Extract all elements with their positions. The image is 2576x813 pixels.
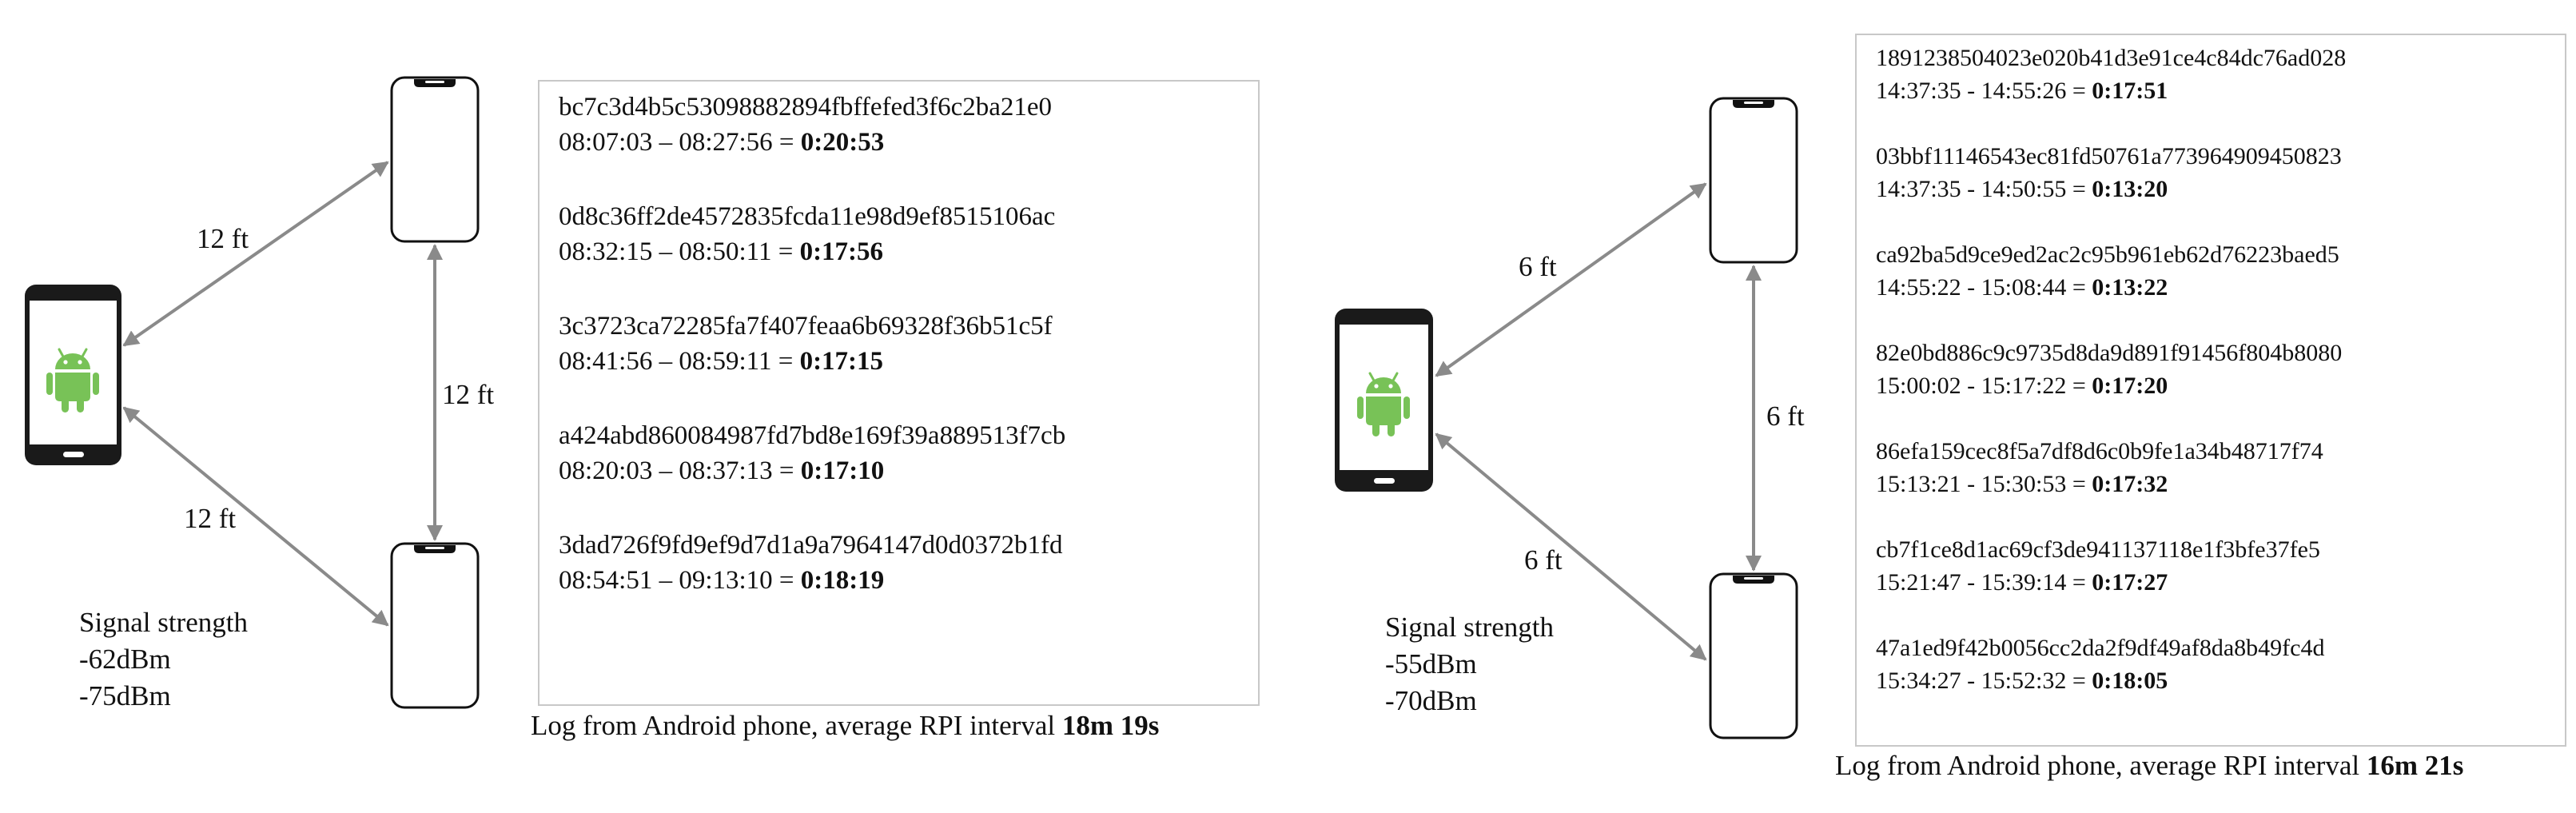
signal-label: Signal strength <box>79 607 248 638</box>
duration: 0:17:56 <box>799 237 884 266</box>
distance-arrows-left <box>122 161 443 627</box>
duration: 0:13:20 <box>2092 176 2168 202</box>
android-phone-right <box>1335 309 1433 492</box>
arrow-android-to-bottom <box>1435 432 1707 661</box>
distance-label-top-right: 6 ft <box>1519 251 1557 282</box>
iphone-bottom-left <box>390 542 480 709</box>
arrow-android-to-top <box>1435 182 1707 377</box>
log-entry: 3dad726f9fd9ef9d7d1a9a7964147d0d0372b1fd… <box>559 528 1063 598</box>
distance-label-top-left: 12 ft <box>197 223 249 254</box>
log-caption-left: Log from Android phone, average RPI inte… <box>531 710 1159 742</box>
log-entry: 86efa159cec8f5a7df8d6c0b9fe1a34b48717f74… <box>1876 435 2323 500</box>
rpi-hash: cb7f1ce8d1ac69cf3de941137118e1f3bfe37fe5 <box>1876 536 2320 563</box>
caption-text: Log from Android phone, average RPI inte… <box>531 710 1062 741</box>
time-range: 14:37:35 - 14:50:55 = <box>1876 176 2092 202</box>
signal-label: Signal strength <box>1385 612 1554 643</box>
duration: 0:13:22 <box>2092 274 2168 301</box>
time-range: 15:21:47 - 15:39:14 = <box>1876 569 2092 596</box>
time-range: 15:00:02 - 15:17:22 = <box>1876 373 2092 399</box>
time-range: 08:32:15 – 08:50:11 = <box>559 237 800 266</box>
duration: 0:17:51 <box>2092 78 2168 104</box>
distance-label-bottom-right: 6 ft <box>1524 544 1563 576</box>
signal-strength-right: Signal strength -55dBm -70dBm <box>1385 609 1554 719</box>
arrow-android-to-bottom <box>122 406 389 627</box>
duration: 0:17:32 <box>2092 471 2168 497</box>
signal-value: -55dBm <box>1385 648 1477 679</box>
average-interval: 16m 21s <box>2366 750 2464 781</box>
rpi-hash: 3c3723ca72285fa7f407feaa6b69328f36b51c5f <box>559 312 1053 341</box>
log-caption-right: Log from Android phone, average RPI inte… <box>1835 750 2463 782</box>
time-range: 08:20:03 – 08:37:13 = <box>559 456 801 485</box>
log-entry: ca92ba5d9ce9ed2ac2c95b961eb62d76223baed5… <box>1876 238 2339 304</box>
rpi-hash: 0d8c36ff2de4572835fcda11e98d9ef8515106ac <box>559 202 1056 231</box>
rpi-hash: 03bbf11146543ec81fd50761a773964909450823 <box>1876 143 2342 169</box>
signal-value: -70dBm <box>1385 685 1477 716</box>
time-range: 14:55:22 - 15:08:44 = <box>1876 274 2092 301</box>
log-entry: 3c3723ca72285fa7f407feaa6b69328f36b51c5f… <box>559 309 1053 379</box>
iphone-top-right <box>1709 97 1798 264</box>
time-range: 15:13:21 - 15:30:53 = <box>1876 471 2092 497</box>
iphone-top-left <box>390 76 480 243</box>
duration: 0:17:20 <box>2092 373 2168 399</box>
rpi-hash: 86efa159cec8f5a7df8d6c0b9fe1a34b48717f74 <box>1876 438 2323 464</box>
caption-text: Log from Android phone, average RPI inte… <box>1835 750 2367 781</box>
signal-value: -75dBm <box>79 680 171 711</box>
rpi-hash: bc7c3d4b5c53098882894fbffefed3f6c2ba21e0 <box>559 93 1053 122</box>
log-entry: 1891238504023e020b41d3e91ce4c84dc76ad028… <box>1876 42 2346 107</box>
distance-label-vertical-right: 6 ft <box>1766 401 1805 432</box>
log-entry: bc7c3d4b5c53098882894fbffefed3f6c2ba21e0… <box>559 90 1052 160</box>
log-entry: 47a1ed9f42b0056cc2da2f9df49af8da8b49fc4d… <box>1876 632 2324 697</box>
duration: 0:17:15 <box>799 347 884 376</box>
rpi-hash: 3dad726f9fd9ef9d7d1a9a7964147d0d0372b1fd <box>559 531 1063 560</box>
log-entry: 03bbf11146543ec81fd50761a773964909450823… <box>1876 140 2342 205</box>
distance-label-vertical-left: 12 ft <box>442 379 494 410</box>
average-interval: 18m 19s <box>1061 710 1160 741</box>
distance-arrows-right <box>1435 182 1762 661</box>
log-entry: 0d8c36ff2de4572835fcda11e98d9ef8515106ac… <box>559 199 1055 269</box>
duration: 0:18:05 <box>2092 668 2168 694</box>
arrow-android-to-top <box>122 161 389 347</box>
signal-strength-left: Signal strength -62dBm -75dBm <box>79 604 248 715</box>
log-entry: a424abd860084987fd7bd8e169f39a889513f7cb… <box>559 418 1065 488</box>
signal-value: -62dBm <box>79 644 171 675</box>
android-phone-left <box>25 285 121 465</box>
rpi-hash: a424abd860084987fd7bd8e169f39a889513f7cb <box>559 421 1066 450</box>
duration: 0:17:10 <box>800 456 885 485</box>
time-range: 15:34:27 - 15:52:32 = <box>1876 668 2092 694</box>
iphone-bottom-right <box>1709 572 1798 739</box>
log-entry: 82e0bd886c9c9735d8da9d891f91456f804b8080… <box>1876 337 2342 402</box>
duration: 0:18:19 <box>800 566 885 595</box>
time-range: 08:41:56 – 08:59:11 = <box>559 347 800 376</box>
time-range: 14:37:35 - 14:55:26 = <box>1876 78 2092 104</box>
distance-label-bottom-left: 12 ft <box>184 503 236 534</box>
time-range: 08:54:51 – 09:13:10 = <box>559 566 801 595</box>
log-box-left: bc7c3d4b5c53098882894fbffefed3f6c2ba21e0… <box>538 80 1260 706</box>
log-entry: cb7f1ce8d1ac69cf3de941137118e1f3bfe37fe5… <box>1876 533 2320 599</box>
rpi-hash: 82e0bd886c9c9735d8da9d891f91456f804b8080 <box>1876 340 2343 366</box>
duration: 0:17:27 <box>2092 569 2168 596</box>
time-range: 08:07:03 – 08:27:56 = <box>559 128 801 157</box>
rpi-hash: 47a1ed9f42b0056cc2da2f9df49af8da8b49fc4d <box>1876 635 2325 661</box>
duration: 0:20:53 <box>800 128 885 157</box>
rpi-hash: ca92ba5d9ce9ed2ac2c95b961eb62d76223baed5 <box>1876 241 2339 268</box>
rpi-hash: 1891238504023e020b41d3e91ce4c84dc76ad028 <box>1876 45 2347 71</box>
log-box-right: 1891238504023e020b41d3e91ce4c84dc76ad028… <box>1855 34 2566 747</box>
